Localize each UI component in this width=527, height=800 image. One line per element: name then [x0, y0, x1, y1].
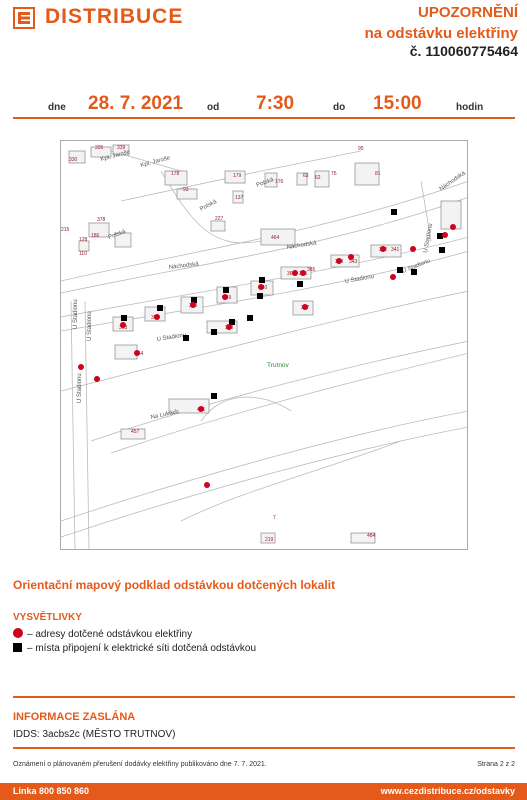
house-number: 365: [307, 267, 316, 273]
date-label: dne: [48, 102, 66, 113]
orange-divider: [13, 117, 515, 119]
street-label: U Stadionu: [344, 274, 374, 285]
street-label: Náchodská: [286, 240, 317, 251]
to-label: do: [333, 102, 346, 113]
map-caption: Orientační mapový podklad odstávkou dotč…: [13, 578, 336, 592]
page-indicator: Strana 2 z 2: [477, 761, 515, 768]
house-number: 137: [235, 195, 244, 201]
orange-divider: [13, 747, 515, 749]
road-na-lukach-edge2: [110, 353, 467, 454]
road-north: [120, 150, 362, 202]
notice-title: UPOZORNĚNÍ na odstávku elektřiny: [365, 2, 518, 44]
house-number: 335: [95, 145, 104, 151]
street-label: Na Lukách: [150, 409, 179, 421]
outage-map: Náchodská Náchodská Náchodská U Stadionu…: [60, 140, 468, 550]
legend-title: VYSVĚTLIVKY: [13, 612, 82, 623]
house-number: 81: [375, 171, 381, 177]
house-number: 219: [265, 537, 274, 543]
river-edge1: [61, 291, 467, 392]
house-number: 75: [331, 171, 337, 177]
info-title: INFORMACE ZASLÁNA: [13, 711, 136, 723]
house-number: 176: [275, 179, 284, 185]
street-label: U Stadionu: [156, 332, 186, 343]
house-number: 378: [97, 217, 106, 223]
house-number: 215: [61, 227, 70, 233]
house-number: 330: [69, 157, 78, 163]
from-label: od: [207, 102, 220, 113]
house-number: 179: [233, 173, 242, 179]
publication-note: Oznámení o plánovaném přerušení dodávky …: [13, 761, 267, 768]
street-label: Náchodská: [439, 170, 468, 193]
road-vertical-west2: [84, 300, 90, 549]
legend-row-address: – adresy dotčené odstávkou elektřiny: [13, 628, 192, 640]
legend-square-text: – místa připojení k elektrické síti dotč…: [27, 643, 257, 654]
notice-line2: na odstávku elektřiny: [364, 25, 518, 42]
house-number: 186: [91, 233, 100, 239]
house-number: 62: [315, 175, 321, 181]
from-time: 7:30: [256, 93, 295, 114]
street-label: U Stadionu: [77, 373, 83, 403]
house-number: 95: [358, 146, 364, 152]
road-polska: [160, 170, 262, 244]
road-nachodska-edge2: [61, 197, 467, 294]
house-number: 339: [117, 145, 126, 151]
notice-number: č. 110060775464: [409, 43, 518, 59]
house-number: 93: [183, 187, 189, 193]
street-label: U Stadionu: [423, 223, 434, 253]
road-nachodska-edge1: [61, 181, 467, 282]
street-label: U Stadionu: [73, 299, 79, 329]
legend-dot-text: – adresy dotčené odstávkou elektřiny: [27, 629, 193, 640]
red-dot-icon: [13, 628, 23, 638]
path-loop: [200, 396, 292, 422]
website-link[interactable]: www.cezdistribuce.cz/odstavky: [380, 786, 515, 796]
house-number: 484: [367, 533, 376, 539]
house-number: 341: [391, 247, 400, 253]
hotline-text: Linka 800 850 860: [13, 786, 90, 796]
black-square-icon: [13, 643, 22, 652]
to-time: 15:00: [373, 93, 422, 114]
footer-bar: Linka 800 850 860 www.cezdistribuce.cz/o…: [0, 783, 527, 800]
outage-time-row: dne 28. 7. 2021 od 7:30 do 15:00 hodin: [0, 93, 527, 117]
road-south-edge1: [61, 410, 467, 522]
street-label: U Stadionu: [87, 311, 93, 341]
house-number: 63: [303, 173, 309, 179]
road-na-lukach-edge1: [90, 341, 467, 442]
house-number: 110: [79, 251, 87, 257]
legend-row-connection: – místa připojení k elektrické síti dotč…: [13, 643, 256, 654]
place-label-trutnov: Trutnov: [267, 362, 290, 369]
logo-text: DISTRIBUCE: [45, 5, 184, 28]
house-number: 7: [273, 515, 276, 521]
street-label: Polská: [199, 199, 218, 213]
street-label: Náchodská: [169, 261, 200, 271]
house-number: 464: [271, 235, 280, 241]
road-vertical-east: [420, 180, 432, 242]
house-number: 343: [349, 259, 358, 265]
path-south: [180, 440, 402, 522]
house-number: 362: [287, 271, 296, 277]
info-text: IDDS: 3acbs2c (MĚSTO TRUTNOV): [13, 729, 176, 740]
orange-divider: [13, 696, 515, 698]
road-south-edge2: [61, 426, 467, 538]
notice-line1: UPOZORNĚNÍ: [417, 4, 518, 21]
cez-logo-icon: [13, 7, 35, 29]
house-number: 457: [131, 429, 140, 435]
road-vertical-west: [70, 300, 76, 549]
hours-label: hodin: [456, 102, 484, 113]
house-number: 178: [171, 171, 180, 177]
house-number: 227: [215, 216, 224, 222]
house-number: 128: [79, 237, 88, 243]
outage-date: 28. 7. 2021: [88, 93, 184, 114]
house-number: 353: [119, 325, 128, 331]
